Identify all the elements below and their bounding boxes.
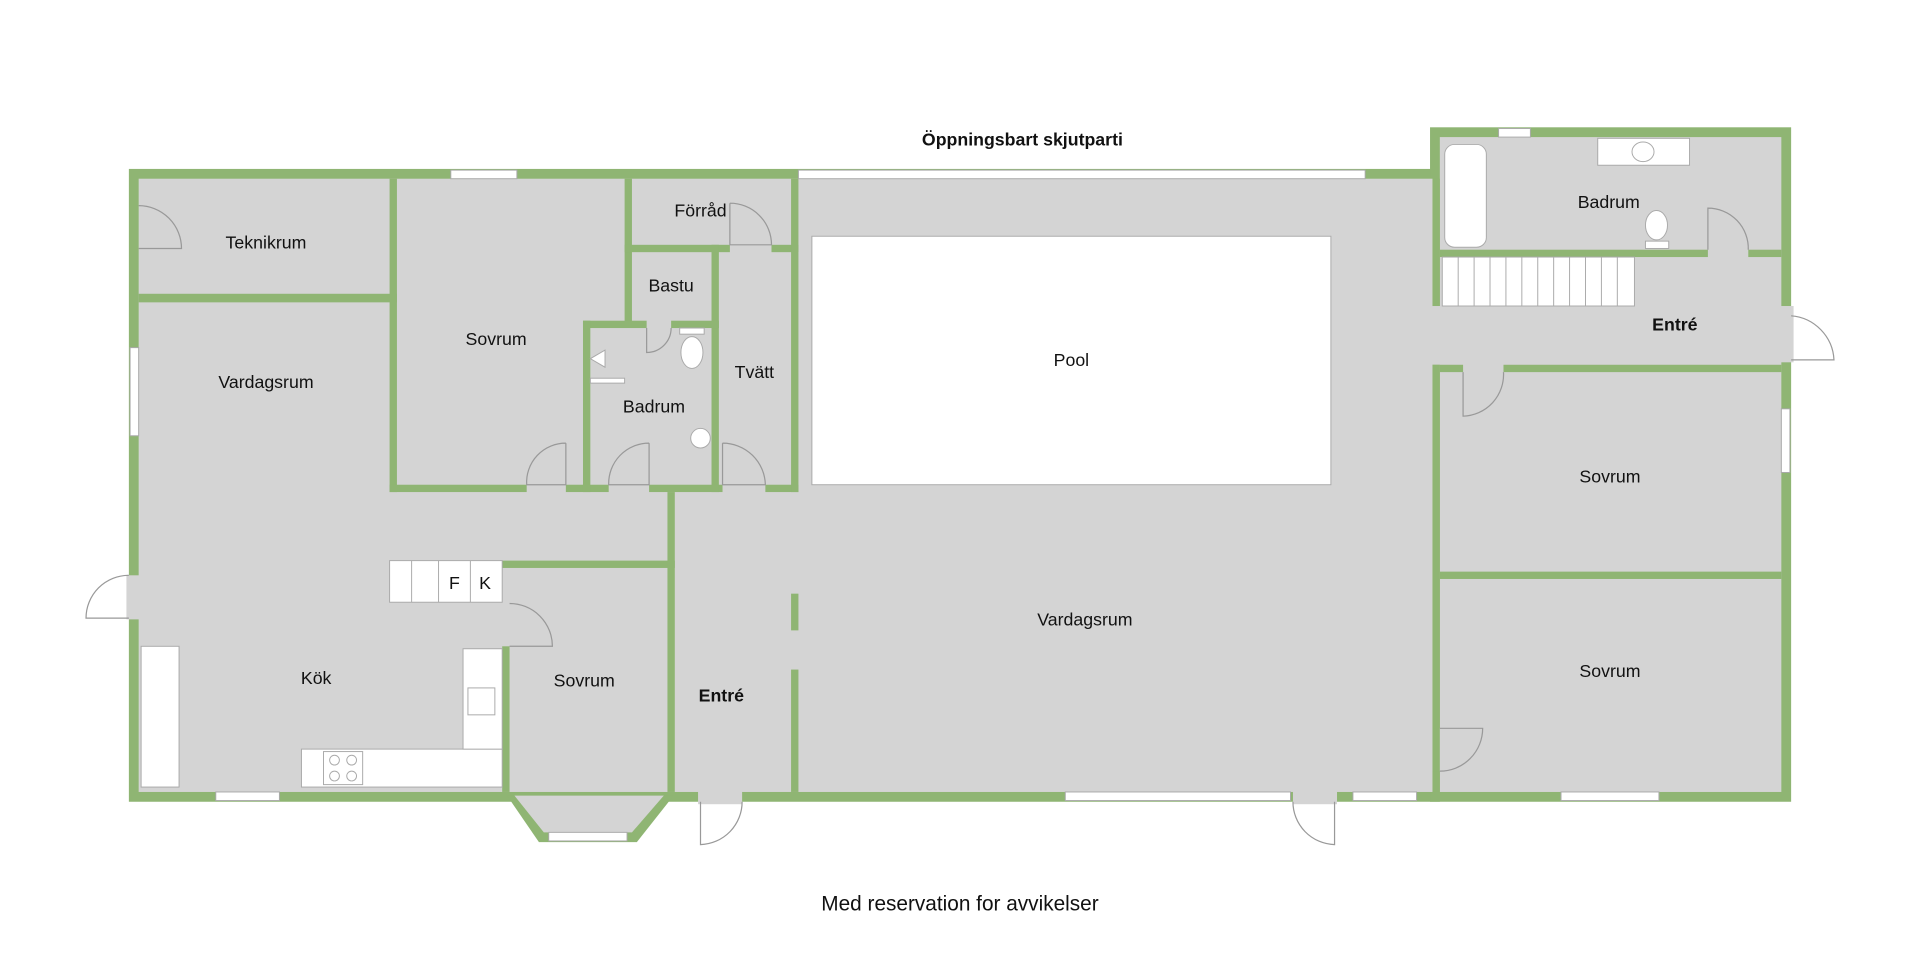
room-label-badrum: Badrum	[1578, 192, 1640, 212]
pool-basin	[811, 235, 1332, 486]
shower-screen-icon	[589, 377, 626, 384]
window	[548, 831, 628, 842]
room-label-entre: Entré	[1652, 314, 1697, 334]
room-label-vardagsrum: Vardagsrum	[218, 372, 313, 392]
room-label-badrum: Badrum	[623, 397, 685, 417]
windows	[129, 128, 1791, 842]
sliding-window	[797, 169, 1366, 180]
window	[1780, 408, 1791, 473]
room-label-teknikrum: Teknikrum	[226, 232, 307, 252]
toilet-tank-icon	[679, 327, 705, 335]
floor-right	[1439, 137, 1782, 792]
window	[215, 791, 280, 802]
room-label-bastu: Bastu	[648, 275, 693, 295]
outer-door-openings	[126, 306, 1794, 805]
room-label-forrad: Förråd	[674, 201, 726, 221]
room-label-sovrum: Sovrum	[554, 671, 615, 691]
toilet-tank-icon	[1644, 240, 1670, 249]
toilet-icon	[1644, 210, 1668, 241]
window	[1064, 791, 1291, 802]
stove-icon	[323, 751, 364, 786]
room-label-sovrum: Sovrum	[466, 329, 527, 349]
door-swings	[85, 202, 1835, 846]
washbasin-icon	[1631, 141, 1655, 163]
bay-window-floor	[514, 795, 664, 833]
room-label-tvatt: Tvätt	[735, 362, 774, 382]
hallway-connection	[1426, 306, 1445, 365]
bathtub-icon	[1444, 143, 1487, 248]
room-label-kok: Kök	[301, 668, 332, 688]
sink-icon	[467, 687, 496, 716]
window	[1352, 791, 1418, 802]
header-title: Öppningsbart skjutparti	[922, 130, 1123, 150]
toilet-icon	[680, 336, 704, 369]
stairs	[1441, 256, 1635, 307]
room-label-sovrum: Sovrum	[1579, 466, 1640, 486]
room-label-vardagsrum: Vardagsrum	[1037, 609, 1132, 629]
shower-icon	[589, 349, 606, 369]
fridge-freezer-cabinets	[389, 560, 503, 603]
window	[450, 169, 518, 180]
window	[1560, 791, 1660, 802]
washbasin-icon	[690, 427, 711, 449]
window	[1498, 128, 1531, 138]
interior-walls	[138, 178, 1782, 792]
room-label-entre: Entré	[699, 685, 744, 705]
disclaimer-note: Med reservation for avvikelser	[821, 893, 1098, 916]
window	[129, 347, 140, 437]
room-label-sovrum: Sovrum	[1579, 661, 1640, 681]
freezer-label: F	[449, 573, 460, 593]
fridge-label: K	[479, 573, 491, 593]
kitchen-counters	[140, 560, 503, 788]
room-label-pool: Pool	[1054, 350, 1090, 370]
